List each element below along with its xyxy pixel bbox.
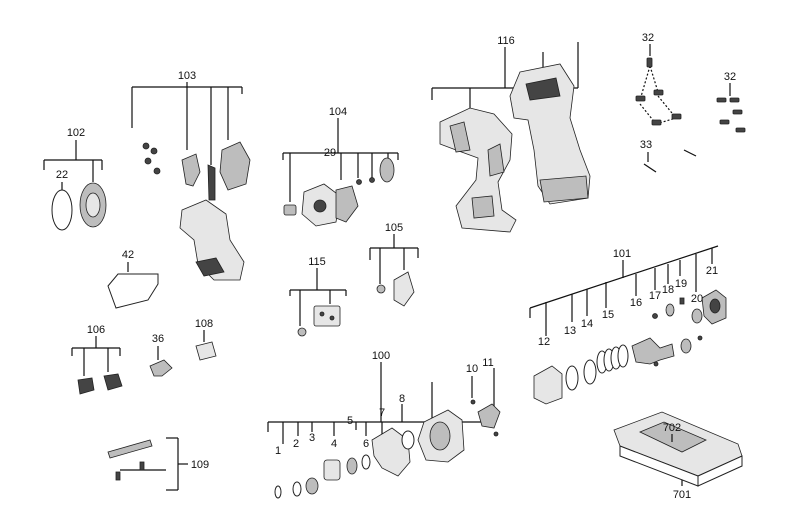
callout-116: 116 xyxy=(497,35,515,47)
callout-19: 19 xyxy=(675,278,687,290)
callout-32-left: 32 xyxy=(642,32,654,44)
part-4 xyxy=(323,459,341,481)
part-105-battery-latch xyxy=(393,271,415,307)
group-104 xyxy=(282,118,399,227)
part-115-board xyxy=(313,305,341,327)
callout-21: 21 xyxy=(706,265,718,277)
part-104-stator xyxy=(335,185,359,223)
part-18 xyxy=(665,303,675,317)
callout-702: 702 xyxy=(663,422,681,434)
group-32-33-screws xyxy=(635,44,746,173)
callout-101: 101 xyxy=(613,248,631,260)
callout-102: 102 xyxy=(67,127,85,139)
group-102 xyxy=(43,140,107,231)
callout-1: 1 xyxy=(275,445,281,457)
callout-15: 15 xyxy=(602,309,614,321)
part-8-ring xyxy=(401,430,415,450)
part-36 xyxy=(149,346,173,377)
part-103-housing-half xyxy=(179,199,245,281)
part-19 xyxy=(679,297,685,305)
group-101 xyxy=(529,245,727,405)
callout-22: 22 xyxy=(56,169,68,181)
callout-5: 5 xyxy=(347,415,353,427)
callout-20: 20 xyxy=(691,293,703,305)
part-6 xyxy=(361,454,371,470)
callout-106: 106 xyxy=(87,324,105,336)
part-13 xyxy=(565,365,579,391)
callout-17: 17 xyxy=(649,290,661,302)
callout-29: 29 xyxy=(324,147,336,159)
part-103-switch xyxy=(195,257,225,277)
part-104-plate xyxy=(379,157,395,183)
part-1 xyxy=(274,485,282,499)
part-702-insert xyxy=(639,421,707,453)
part-104-bearing xyxy=(283,204,297,216)
part-32-screws-right xyxy=(716,97,746,133)
part-101-washer xyxy=(680,338,692,354)
part-103-clip xyxy=(181,153,201,187)
group-109 xyxy=(107,437,188,491)
part-109-screw-b xyxy=(115,471,121,481)
callout-100: 100 xyxy=(372,350,390,362)
callout-105: 105 xyxy=(385,222,403,234)
callout-2: 2 xyxy=(293,438,299,450)
part-103-lever xyxy=(207,164,216,201)
part-16-spindle xyxy=(631,337,675,365)
part-32-screws-left xyxy=(635,57,682,126)
callout-16: 16 xyxy=(630,297,642,309)
part-14 xyxy=(583,359,597,385)
part-15-spring xyxy=(596,344,629,374)
group-116 xyxy=(431,42,591,233)
callout-11: 11 xyxy=(482,357,493,369)
callout-701: 701 xyxy=(673,489,691,501)
group-100 xyxy=(267,362,501,499)
callout-4: 4 xyxy=(331,438,337,450)
callout-42: 42 xyxy=(122,249,134,261)
part-17 xyxy=(652,313,658,319)
callout-14: 14 xyxy=(581,318,593,330)
part-20 xyxy=(691,308,703,324)
callout-32-right: 32 xyxy=(724,71,736,83)
callout-36: 36 xyxy=(152,333,164,345)
callout-109: 109 xyxy=(191,459,209,471)
callout-115: 115 xyxy=(308,256,326,268)
callout-103: 103 xyxy=(178,70,196,82)
part-103-motor-cap xyxy=(219,141,251,191)
group-115 xyxy=(289,268,347,337)
carry-case xyxy=(613,411,743,487)
callout-6: 6 xyxy=(363,438,369,450)
callout-13: 13 xyxy=(564,325,576,337)
part-3 xyxy=(305,477,319,495)
part-108 xyxy=(195,330,217,361)
part-5 xyxy=(346,457,358,475)
callout-10: 10 xyxy=(466,363,478,375)
callout-18: 18 xyxy=(662,284,674,296)
group-103 xyxy=(131,82,251,281)
callout-108: 108 xyxy=(195,318,213,330)
callout-7: 7 xyxy=(379,407,385,419)
part-106-clip-a xyxy=(77,377,95,395)
callout-8: 8 xyxy=(399,393,405,405)
part-109-wrench xyxy=(107,439,153,459)
part-7-hammer xyxy=(371,427,411,477)
callout-104: 104 xyxy=(329,106,347,118)
part-42-label-plate xyxy=(107,262,159,309)
part-106-clip-b xyxy=(103,373,123,391)
callout-12: 12 xyxy=(538,336,550,348)
group-106 xyxy=(71,336,123,395)
callout-labels: 1 2 3 4 5 6 7 8 10 11 12 13 14 15 16 17 … xyxy=(56,32,736,501)
part-109-screw-a xyxy=(139,461,145,471)
part-11-anvil xyxy=(477,403,501,429)
callout-3: 3 xyxy=(309,432,315,444)
part-22-ring xyxy=(51,189,73,231)
part-2 xyxy=(292,481,302,497)
part-102-disc-center xyxy=(85,192,101,218)
group-105 xyxy=(369,234,419,307)
part-103-screws xyxy=(142,142,161,175)
part-12-sleeve xyxy=(533,365,563,405)
callout-33: 33 xyxy=(640,139,652,151)
